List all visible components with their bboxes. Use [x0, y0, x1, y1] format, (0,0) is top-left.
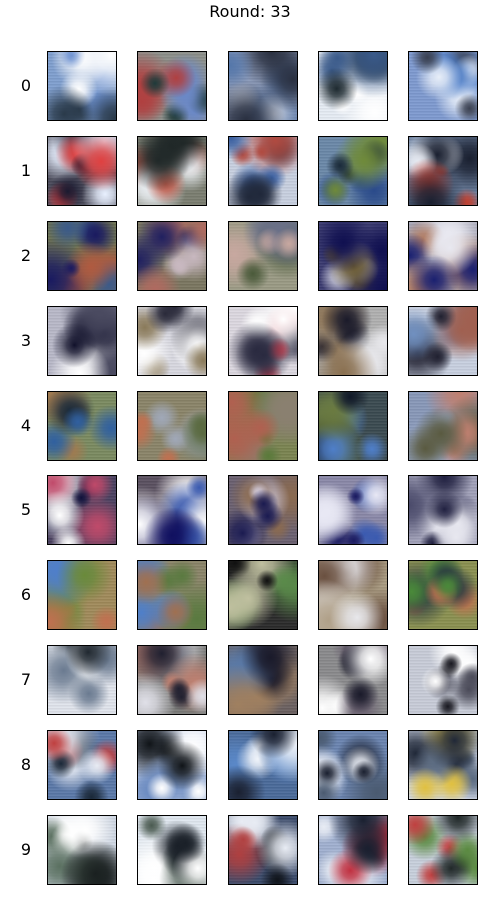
- generated-image-tile: [228, 221, 298, 291]
- row-label: 6: [20, 585, 32, 604]
- generated-image-tile: [318, 645, 388, 715]
- generated-image-tile: [47, 475, 117, 545]
- generated-image-tile: [408, 136, 478, 206]
- generated-image-tile: [228, 306, 298, 376]
- generated-image-tile: [137, 391, 207, 461]
- generated-image-tile: [408, 221, 478, 291]
- generated-image-tile: [318, 560, 388, 630]
- generated-image-tile: [228, 730, 298, 800]
- row-label: 2: [20, 246, 32, 265]
- generated-image-tile: [137, 645, 207, 715]
- generated-image-tile: [137, 560, 207, 630]
- generated-image-tile: [47, 560, 117, 630]
- generated-image-tile: [318, 221, 388, 291]
- generated-image-tile: [47, 221, 117, 291]
- row-label: 0: [20, 76, 32, 95]
- row-label: 1: [20, 161, 32, 180]
- generated-image-tile: [228, 475, 298, 545]
- generated-image-tile: [408, 391, 478, 461]
- generated-image-tile: [318, 136, 388, 206]
- generated-image-tile: [318, 51, 388, 121]
- generated-image-tile: [228, 645, 298, 715]
- generated-image-tile: [228, 136, 298, 206]
- generated-image-tile: [137, 306, 207, 376]
- generated-image-tile: [318, 815, 388, 885]
- generated-image-tile: [318, 306, 388, 376]
- generated-image-tile: [318, 475, 388, 545]
- generated-image-tile: [318, 391, 388, 461]
- generated-image-tile: [47, 306, 117, 376]
- generated-image-tile: [228, 51, 298, 121]
- generated-image-tile: [47, 730, 117, 800]
- generated-image-tile: [137, 815, 207, 885]
- generated-image-tile: [137, 221, 207, 291]
- generated-image-tile: [47, 815, 117, 885]
- generated-image-tile: [137, 51, 207, 121]
- generated-image-tile: [408, 645, 478, 715]
- generated-image-tile: [47, 51, 117, 121]
- generated-image-tile: [408, 475, 478, 545]
- generated-image-tile: [408, 51, 478, 121]
- generated-image-tile: [47, 391, 117, 461]
- generated-image-tile: [228, 560, 298, 630]
- generated-image-tile: [408, 815, 478, 885]
- row-label: 4: [20, 416, 32, 435]
- generated-image-tile: [137, 136, 207, 206]
- row-label: 7: [20, 670, 32, 689]
- generated-image-tile: [408, 560, 478, 630]
- generated-image-tile: [47, 645, 117, 715]
- generated-image-tile: [318, 730, 388, 800]
- row-label: 3: [20, 331, 32, 350]
- generated-image-tile: [408, 306, 478, 376]
- generated-image-tile: [137, 730, 207, 800]
- generated-image-tile: [228, 815, 298, 885]
- generated-image-tile: [137, 475, 207, 545]
- generated-image-tile: [47, 136, 117, 206]
- row-label: 5: [20, 500, 32, 519]
- row-label: 8: [20, 755, 32, 774]
- figure-title: Round: 33: [209, 2, 291, 21]
- row-label: 9: [20, 840, 32, 859]
- generated-image-tile: [408, 730, 478, 800]
- generated-image-tile: [228, 391, 298, 461]
